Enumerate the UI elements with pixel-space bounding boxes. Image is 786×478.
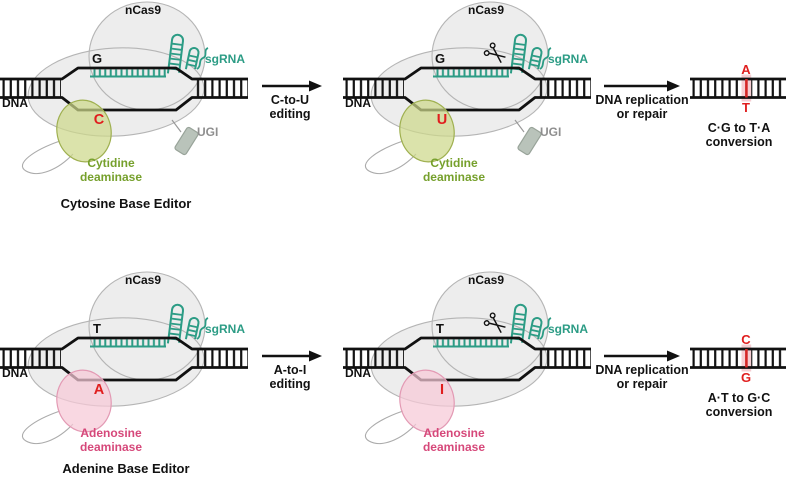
sgrna-label: sgRNA	[205, 52, 245, 66]
cytidine-deaminase-blob	[56, 99, 112, 163]
dna-label: DNA	[345, 366, 371, 380]
edited-base-label: C	[94, 112, 105, 128]
abe-result: C G A·T to G·C conversion	[688, 332, 786, 419]
deaminase-label-line1: Adenosine	[80, 426, 142, 440]
cbe-repair-arrow: DNA replication or repair	[595, 80, 689, 121]
deaminase-label-line2: deaminase	[423, 440, 485, 454]
abe-before-panel: nCas9 T sgRNA DNA A Adenosine deaminase	[0, 270, 250, 454]
abe-after-panel: nCas9 T sgRNA DNA I Adenosine deaminase	[341, 270, 593, 454]
cbe-before-panel: nCas9 G sgRNA DNA C Cytidine deaminase U…	[0, 0, 250, 184]
edited-base-label: A	[94, 382, 105, 398]
ugi-label: UGI	[540, 125, 561, 139]
deaminase-label-line1: Adenosine	[423, 426, 485, 440]
abe-edit-arrow: A-to-I editing	[262, 350, 322, 391]
arrow-head	[309, 80, 322, 92]
ugi-label: UGI	[197, 125, 218, 139]
edited-base-label: I	[440, 382, 444, 398]
target-base-label: T	[93, 321, 101, 336]
result-top-base: A	[741, 62, 751, 77]
arrow-head	[667, 350, 680, 362]
edit-arrow-label-line2: editing	[270, 377, 311, 391]
result-bottom-base: T	[742, 100, 750, 115]
edit-arrow-label-line1: A-to-I	[274, 363, 307, 377]
target-base-label: G	[92, 51, 102, 66]
target-base-label: G	[435, 51, 445, 66]
dna-label: DNA	[2, 366, 28, 380]
deaminase-label-line1: Cytidine	[430, 156, 478, 170]
cbe-edit-arrow: C-to-U editing	[262, 80, 322, 121]
ncas9-label: nCas9	[468, 3, 504, 17]
edited-base-label: U	[437, 112, 447, 128]
repair-arrow-label-line1: DNA replication	[595, 363, 688, 377]
conversion-caption-line2: conversion	[706, 135, 773, 149]
ncas9-label: nCas9	[125, 273, 161, 287]
adenosine-deaminase-blob	[56, 369, 112, 433]
adenosine-deaminase-blob	[399, 369, 455, 433]
row-title-abe: Adenine Base Editor	[62, 461, 189, 476]
deaminase-label-line1: Cytidine	[87, 156, 135, 170]
result-bottom-base: G	[741, 370, 751, 385]
repair-arrow-label-line2: or repair	[617, 107, 668, 121]
arrow-head	[309, 350, 322, 362]
result-top-base: C	[741, 332, 751, 347]
repair-arrow-label-line1: DNA replication	[595, 93, 688, 107]
deaminase-label-line2: deaminase	[80, 170, 142, 184]
ncas9-label: nCas9	[468, 273, 504, 287]
row-title-cbe: Cytosine Base Editor	[61, 196, 192, 211]
edit-arrow-label-line1: C-to-U	[271, 93, 309, 107]
edit-arrow-label-line2: editing	[270, 107, 311, 121]
dna-label: DNA	[2, 96, 28, 110]
deaminase-label-line2: deaminase	[80, 440, 142, 454]
cytidine-deaminase-blob	[399, 99, 455, 163]
conversion-caption-line1: A·T to G·C	[708, 391, 770, 405]
cbe-result: A T C·G to T·A conversion	[688, 62, 786, 149]
deaminase-label-line2: deaminase	[423, 170, 485, 184]
sgrna-label: sgRNA	[205, 322, 245, 336]
sgrna-label: sgRNA	[548, 322, 588, 336]
repair-arrow-label-line2: or repair	[617, 377, 668, 391]
sgrna-label: sgRNA	[548, 52, 588, 66]
dna-label: DNA	[345, 96, 371, 110]
ncas9-label: nCas9	[125, 3, 161, 17]
cbe-after-panel: nCas9 G sgRNA DNA U Cytidine deaminase U…	[341, 0, 593, 184]
abe-repair-arrow: DNA replication or repair	[595, 350, 689, 391]
target-base-label: T	[436, 321, 444, 336]
conversion-caption-line1: C·G to T·A	[708, 121, 770, 135]
arrow-head	[667, 80, 680, 92]
conversion-caption-line2: conversion	[706, 405, 773, 419]
